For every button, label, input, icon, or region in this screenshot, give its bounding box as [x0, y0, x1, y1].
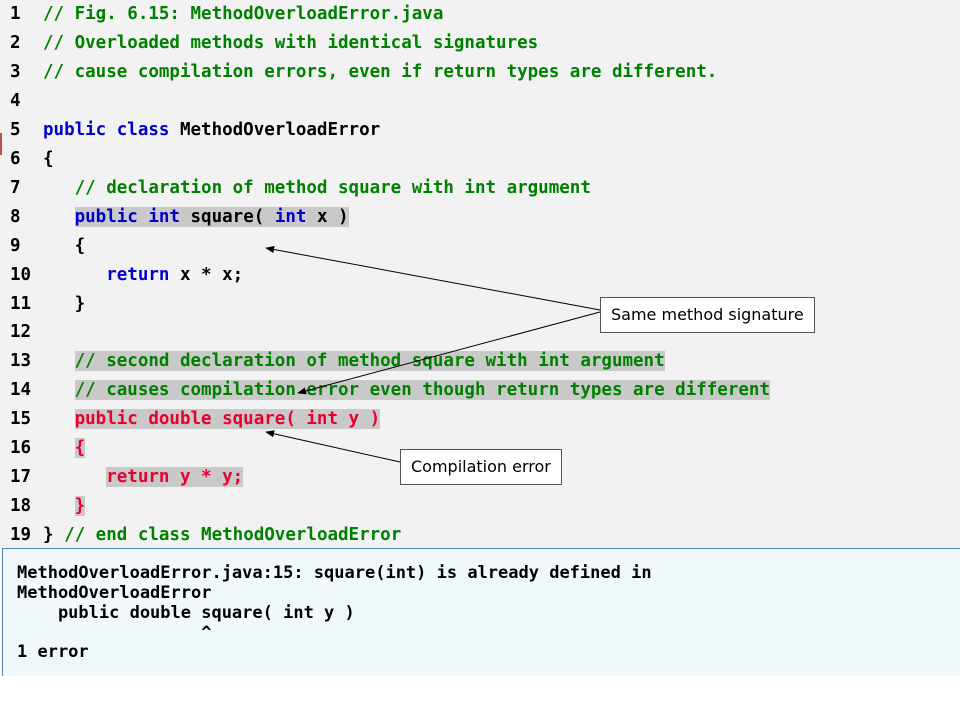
line-number: 16	[10, 438, 32, 459]
code-token	[43, 207, 75, 227]
line-number: 6	[10, 148, 21, 169]
code-text: return y * y;	[43, 463, 244, 492]
code-text: return x * x;	[43, 261, 243, 290]
code-token: {	[74, 438, 86, 459]
code-token: // causes compilation error even though …	[74, 380, 770, 401]
code-token: // second declaration of method square w…	[74, 351, 665, 372]
code-text: // second declaration of method square w…	[43, 347, 665, 376]
code-token: square(	[190, 206, 275, 227]
edge-marker	[0, 133, 2, 155]
line-number: 11	[10, 293, 32, 314]
line-number: 9	[10, 235, 21, 256]
code-token: return	[106, 264, 180, 285]
compiler-output: MethodOverloadError.java:15: square(int)…	[2, 548, 960, 676]
code-text: // cause compilation errors, even if ret…	[43, 58, 717, 87]
code-token: {	[43, 235, 86, 256]
code-text: public int square( int x )	[43, 203, 349, 232]
line-number: 12	[10, 322, 32, 343]
code-token: int	[274, 206, 317, 227]
output-line: MethodOverloadError.java:15: square(int)…	[17, 563, 652, 583]
code-token: // cause compilation errors, even if ret…	[43, 61, 718, 82]
code-token: return y * y;	[106, 467, 244, 488]
line-number: 10	[10, 264, 32, 285]
code-token: x * x;	[179, 264, 244, 285]
code-text: // causes compilation error even though …	[43, 376, 770, 405]
code-token	[43, 467, 106, 487]
code-text: // declaration of method square with int…	[43, 174, 591, 203]
code-text: {	[43, 145, 54, 174]
line-number: 3	[10, 61, 21, 82]
line-number: 15	[10, 409, 32, 430]
callout-same-signature: Same method signature	[600, 297, 815, 333]
code-token	[43, 438, 75, 458]
code-text: public double square( int y )	[43, 405, 381, 434]
code-text: public class MethodOverloadError	[43, 116, 380, 145]
code-token: }	[74, 496, 86, 517]
code-token: public double square( int y )	[74, 409, 381, 430]
code-text: }	[43, 290, 86, 319]
code-token: {	[43, 148, 54, 169]
line-number: 1	[10, 4, 21, 24]
code-token: }	[43, 525, 65, 546]
code-token: }	[43, 293, 86, 314]
line-number: 4	[10, 90, 21, 111]
code-token	[43, 265, 106, 285]
line-number: 18	[10, 496, 32, 517]
code-token	[43, 351, 75, 371]
line-number: 7	[10, 177, 21, 198]
line-number: 14	[10, 380, 32, 401]
code-text: {	[43, 434, 86, 463]
code-token	[43, 409, 75, 429]
line-number: 13	[10, 351, 32, 372]
code-text: // Fig. 6.15: MethodOverloadError.java	[43, 0, 443, 29]
line-number: 8	[10, 206, 21, 227]
code-text: } // end class MethodOverloadError	[43, 521, 401, 550]
code-token: MethodOverloadError	[179, 119, 381, 140]
line-number: 5	[10, 119, 21, 140]
line-number: 2	[10, 32, 21, 53]
code-text: // Overloaded methods with identical sig…	[43, 29, 538, 58]
code-text: }	[43, 492, 86, 521]
output-line: MethodOverloadError	[17, 583, 212, 603]
code-token: // Overloaded methods with identical sig…	[43, 32, 539, 53]
output-line: 1 error	[17, 642, 89, 662]
output-line: public double square( int y )	[17, 603, 355, 623]
code-token: public class	[43, 119, 180, 140]
code-token: public int	[74, 206, 191, 227]
line-number: 19	[10, 525, 32, 546]
code-text: {	[43, 232, 86, 261]
line-number: 17	[10, 467, 32, 488]
code-token: // declaration of method square with int…	[43, 177, 591, 198]
code-token	[43, 496, 75, 516]
output-line: ^	[17, 623, 212, 643]
code-token: // end class MethodOverloadError	[64, 525, 402, 546]
code-token	[43, 380, 75, 400]
code-token: x )	[316, 206, 349, 227]
callout-compilation-error: Compilation error	[400, 449, 562, 485]
code-token: // Fig. 6.15: MethodOverloadError.java	[43, 4, 444, 24]
